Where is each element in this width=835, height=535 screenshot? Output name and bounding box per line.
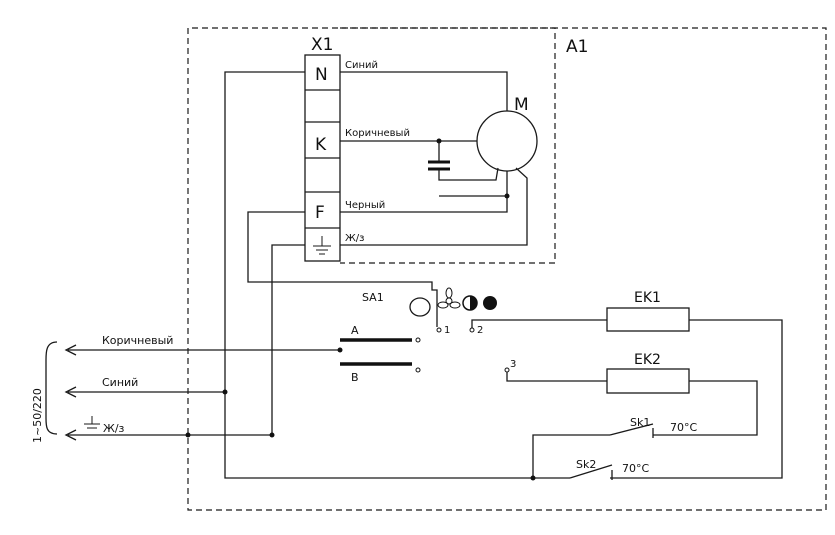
- motor-label: M: [514, 95, 529, 115]
- heater-ek1-label: EK1: [634, 290, 661, 306]
- heater-ek2-label: EK2: [634, 352, 661, 368]
- thermostat-sk2-temp: 70°C: [622, 462, 649, 475]
- switch-contact-b-label: B: [351, 371, 359, 384]
- wire-f-switch: [247, 211, 438, 327]
- junction-supply-brown: [337, 347, 343, 353]
- supply-blue-label: Синий: [102, 376, 138, 389]
- wire-earth-motor: [340, 167, 528, 246]
- thermostat-sk1-label: Sk1: [630, 416, 650, 429]
- ground-icon: [84, 416, 100, 429]
- a1-enclosure-border: [187, 27, 827, 511]
- wire-label-blue: Синий: [345, 60, 378, 71]
- junction-supply-earth: [185, 432, 191, 438]
- supply-voltage-label: 1~50/220: [31, 388, 44, 443]
- motor-subblock-border: [340, 27, 556, 264]
- supply-earth-label: Ж/з: [103, 422, 125, 435]
- switch-pos1-label: 1: [444, 325, 450, 336]
- switch-contact-b-terminal: [415, 367, 421, 373]
- junction-earth-main: [269, 432, 275, 438]
- heater-ek2: [606, 368, 690, 394]
- half-power-icon: [462, 295, 478, 311]
- wire-earth-main: [271, 244, 305, 435]
- wire-n-main: [224, 71, 533, 479]
- thermostat-sk1: [609, 423, 690, 438]
- terminal-n-label: N: [315, 65, 328, 85]
- wire-label-brown: Коричневый: [345, 128, 410, 139]
- junction-supply-blue: [222, 389, 228, 395]
- junction-sk2: [530, 475, 536, 481]
- supply-earth-line: [64, 429, 272, 441]
- wire-blue-n-motor: [340, 71, 508, 111]
- motor-symbol: [476, 110, 538, 172]
- wire-pos3-ek2: [506, 372, 607, 382]
- switch-contact-2: [469, 327, 475, 333]
- wire-ek2-return: [689, 380, 758, 436]
- switch-contact-a-terminal: [415, 337, 421, 343]
- switch-contact-a-label: A: [351, 324, 359, 337]
- terminal-block-x1: [304, 54, 341, 262]
- wire-label-earth: Ж/з: [345, 233, 364, 244]
- x1-label: X1: [311, 35, 333, 55]
- switch-contact-3: [504, 367, 510, 373]
- wire-sk1-link: [532, 434, 610, 478]
- fan-icon: [437, 287, 461, 309]
- supply-blue-line: [64, 386, 225, 398]
- terminal-f-label: F: [315, 203, 325, 223]
- terminal-k-label: K: [315, 135, 327, 155]
- heater-ek1: [606, 307, 690, 332]
- full-power-icon: [483, 296, 497, 310]
- switch-contact-1: [436, 327, 442, 333]
- wire-label-black: Черный: [345, 200, 385, 211]
- switch-pos2-label: 2: [477, 325, 483, 336]
- ground-icon: [313, 236, 331, 255]
- supply-brown-line: [64, 344, 340, 356]
- a1-label: A1: [566, 37, 588, 57]
- switch-label: SA1: [362, 291, 384, 304]
- off-position-icon: [409, 297, 431, 317]
- supply-brown-label: Коричневый: [102, 334, 173, 347]
- wire-pos2-ek1: [471, 319, 607, 328]
- wire-ek1-return: [610, 319, 783, 479]
- capacitor-icon: [428, 141, 499, 181]
- thermostat-sk2: [533, 464, 613, 480]
- thermostat-sk1-temp: 70°C: [670, 421, 697, 434]
- supply-bracket: [45, 341, 58, 435]
- thermostat-sk2-label: Sk2: [576, 458, 596, 471]
- wire-black-f-motor: [340, 171, 508, 213]
- switch-pos3-label: 3: [510, 359, 516, 370]
